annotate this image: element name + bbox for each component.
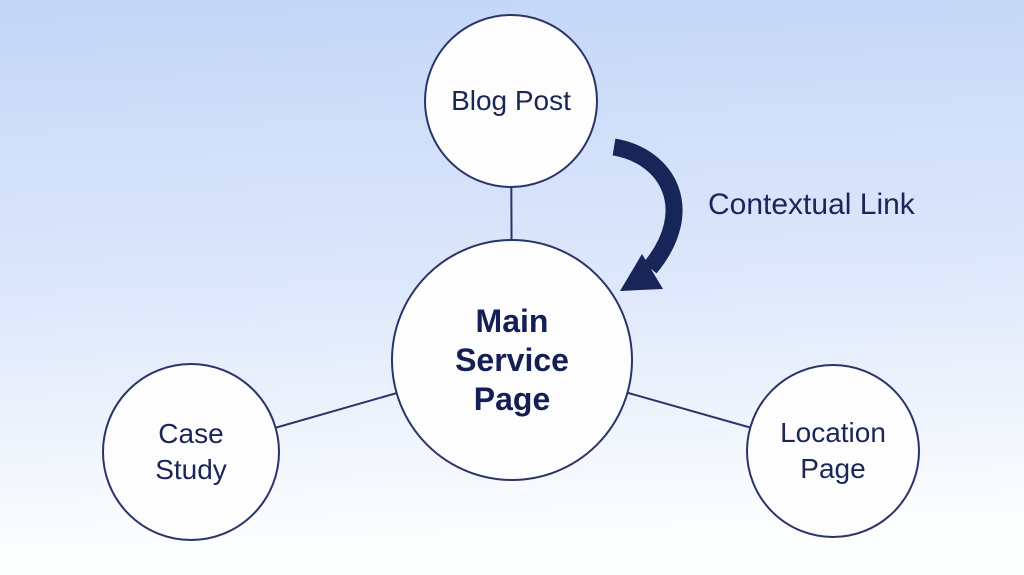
node-main-service-page-label: Main Service Page [455, 302, 569, 419]
node-main-service-page: Main Service Page [391, 239, 633, 481]
node-label-line: Page [473, 380, 551, 417]
node-location-page: Location Page [746, 364, 920, 538]
node-blog-post: Blog Post [424, 14, 598, 188]
contextual-link-arrowhead [620, 254, 663, 291]
node-label-line: Blog Post [451, 85, 571, 116]
node-label-line: Service [455, 341, 569, 378]
node-label-line: Page [800, 453, 866, 484]
node-blog-post-label: Blog Post [451, 85, 571, 117]
contextual-link-arrow [612, 138, 683, 274]
contextual-link-label: Contextual Link [708, 188, 915, 221]
node-label-line: Main [475, 302, 549, 339]
node-label-line: Case [158, 418, 224, 449]
node-label-line: Location [780, 417, 886, 448]
node-case-study: Case Study [102, 363, 280, 541]
node-case-study-label: Case Study [155, 416, 227, 488]
node-label-line: Study [155, 454, 227, 485]
node-location-page-label: Location Page [780, 415, 886, 487]
